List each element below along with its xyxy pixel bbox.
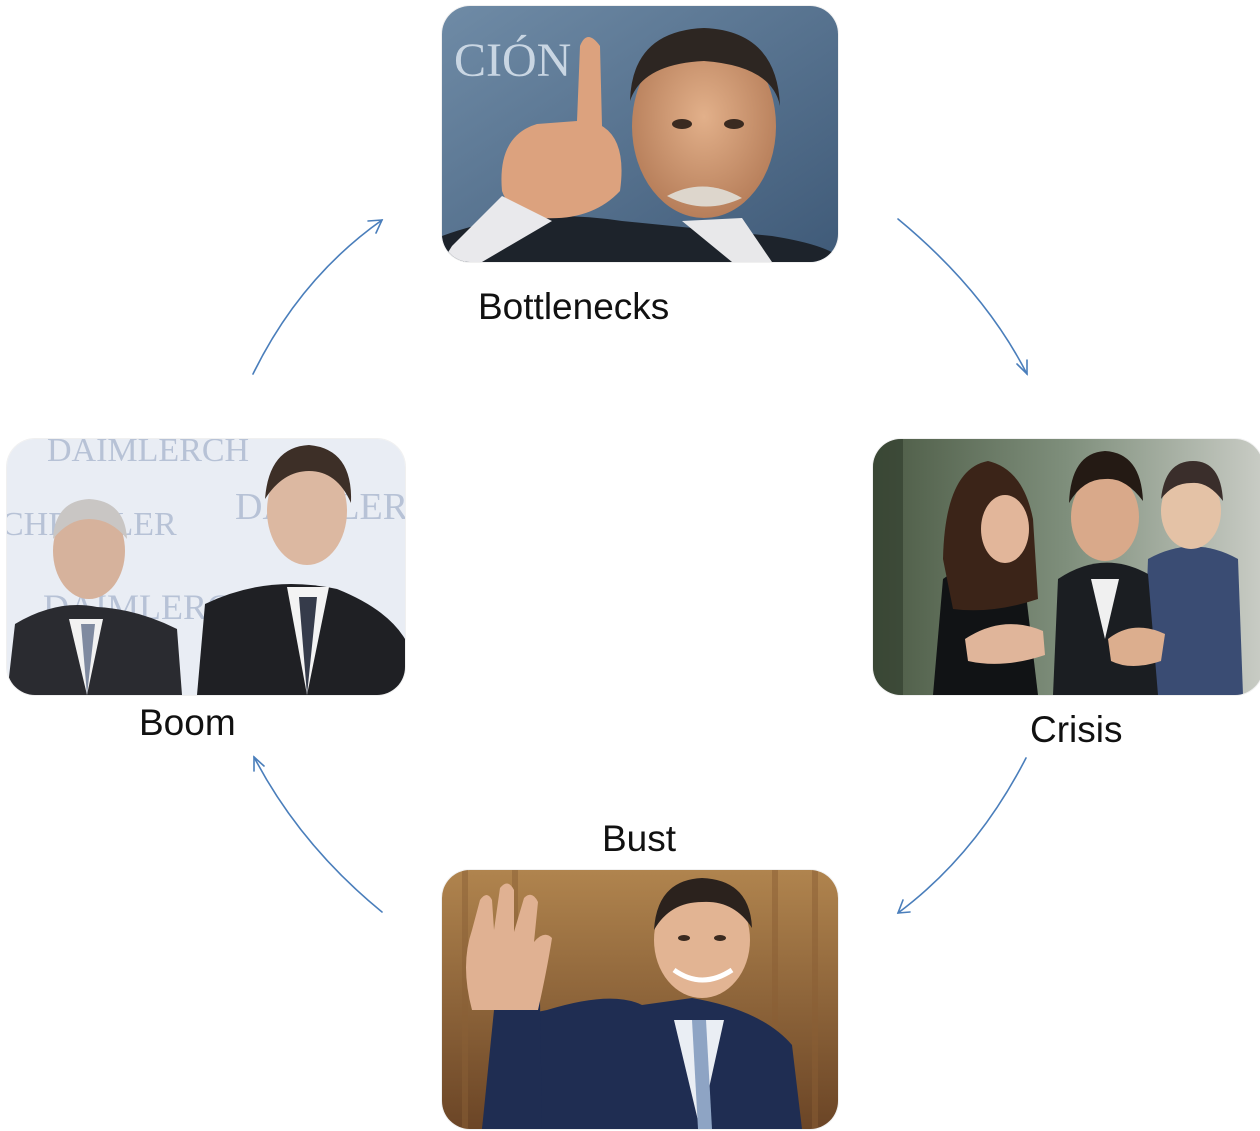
stage-label-boom: Boom [139,702,236,743]
arrow-crisis-to-bust [897,757,1027,914]
backdrop-text: CIÓN [454,33,571,87]
arrowhead-bottlenecks-to-crisis [1016,359,1028,376]
arrow-bottlenecks-to-crisis [897,218,1028,375]
boom-photo: DAIMLERCH DAIMLERC CHRYSLER DAIMLERCHR [7,439,405,695]
arrowhead-boom-to-bottlenecks [367,219,384,234]
stage-label-bust: Bust [602,818,677,859]
bottlenecks-photo: CIÓN [442,6,838,262]
backdrop-text-1: DAIMLERCH [47,439,249,469]
arrow-boom-to-bottlenecks [252,219,383,375]
stage-label-crisis: Crisis [1030,709,1123,750]
crisis-photo [873,439,1260,695]
arrow-bust-to-boom [253,756,383,913]
arrowhead-crisis-to-bust [896,899,911,914]
bust-photo [442,870,838,1129]
arrowhead-bust-to-boom [253,755,265,772]
stage-label-bottlenecks: Bottlenecks [478,286,670,327]
